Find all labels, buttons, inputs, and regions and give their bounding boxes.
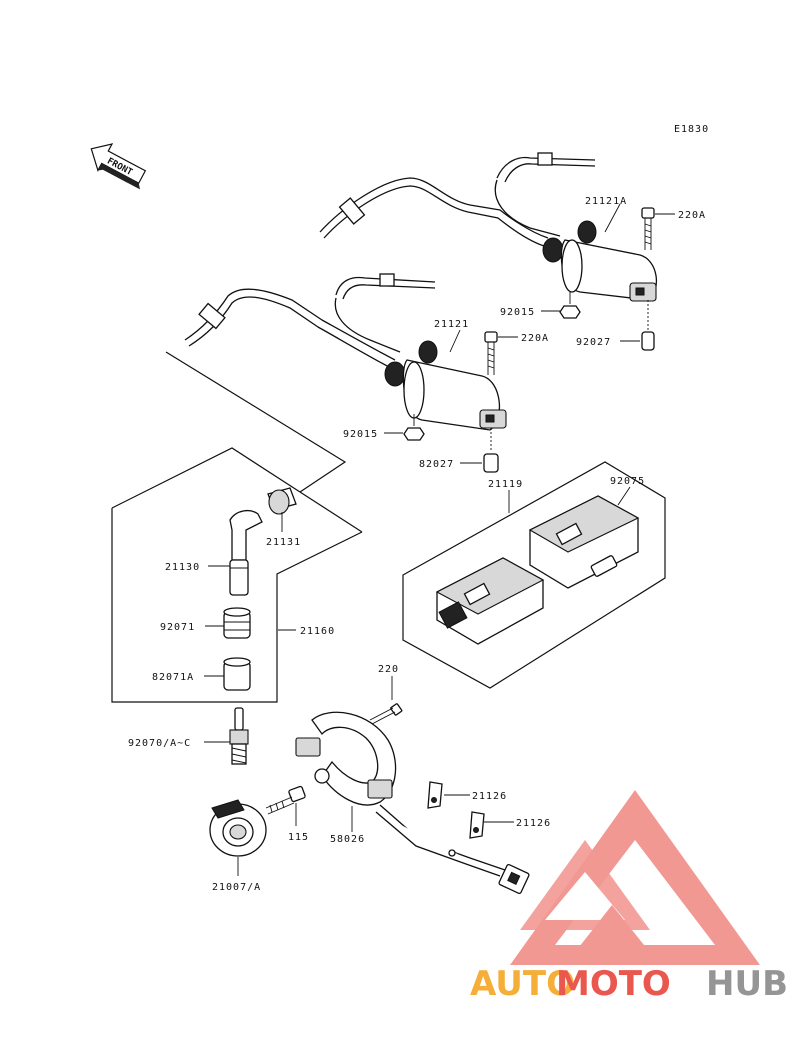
rotor-bolt [265, 785, 306, 815]
leader-lines [204, 203, 675, 876]
ignition-coil-rear [319, 152, 658, 351]
svg-text:AUTO: AUTO [470, 964, 575, 1004]
ignition-coil-front [184, 273, 507, 473]
label-bolt-front: 220A [521, 333, 549, 344]
label-plug-cap-seal: 21131 [266, 537, 301, 548]
label-spark-plug: 92070/A~C [128, 738, 191, 749]
label-bracket-2: 21126 [516, 818, 551, 829]
label-pickup: 58026 [330, 834, 365, 845]
label-bolt-rear: 220A [678, 210, 706, 221]
spark-plug [229, 707, 249, 765]
label-rotor: 21007/A [212, 882, 261, 893]
label-seal-a: 92071 [160, 622, 195, 633]
rotor [209, 799, 267, 857]
plug-cap-group [111, 447, 363, 703]
label-igniter: 21119 [488, 479, 523, 490]
watermark-logo [510, 790, 760, 965]
igniter-group [402, 461, 666, 689]
label-nut-rear: 92015 [500, 307, 535, 318]
diagram-code: E1830 [674, 124, 709, 135]
label-seal-b: 82071A [152, 672, 194, 683]
label-coil-front: 21121 [434, 319, 469, 330]
label-igniter-alt: 92075 [610, 476, 645, 487]
pickup-assembly [295, 703, 530, 895]
label-cap-front: 82027 [419, 459, 454, 470]
label-nut-front: 92015 [343, 429, 378, 440]
label-cap-assy: 21160 [300, 626, 335, 637]
front-arrow-icon: FRONT [90, 143, 147, 190]
watermark-text: AUTO MOTO HUB [470, 964, 788, 1004]
label-cap-rear: 92027 [576, 337, 611, 348]
svg-text:HUB: HUB [706, 964, 788, 1004]
label-coil-rear: 21121A [585, 196, 627, 207]
label-bracket-1: 21126 [472, 791, 507, 802]
label-rotor-bolt: 115 [288, 832, 309, 843]
label-screw-pickup: 220 [378, 664, 399, 675]
label-plug-cap: 21130 [165, 562, 200, 573]
svg-text:MOTO: MOTO [556, 964, 671, 1004]
